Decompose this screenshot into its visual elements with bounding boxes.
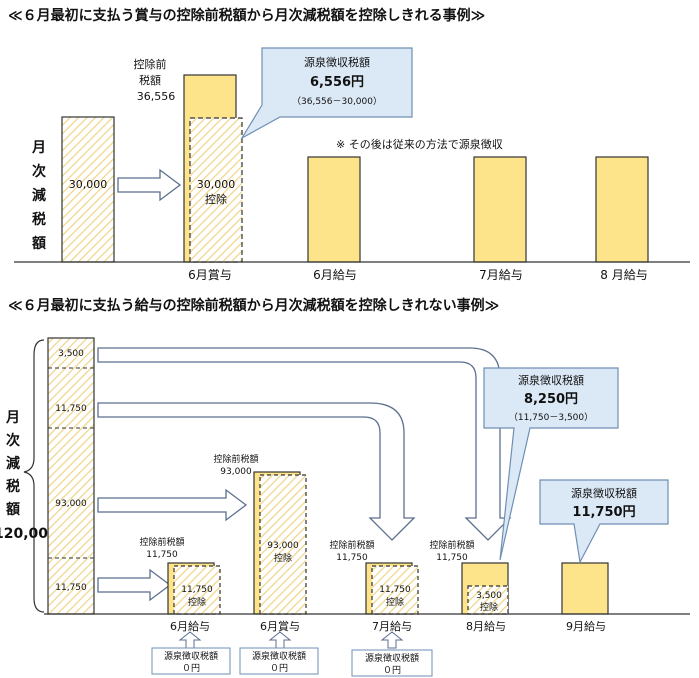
before-tax-label-1: 控除前	[134, 57, 167, 71]
salary-bar-june	[307, 156, 361, 263]
callout-amount: 6,556円	[310, 75, 364, 90]
deduct-value: 93,000	[267, 541, 299, 551]
x-label: 8 月給与	[600, 268, 647, 282]
zero-box-title: 源泉徴収税額	[365, 652, 419, 664]
callout-title: 源泉徴収税額	[304, 55, 370, 69]
deduction-value: 30,000	[197, 178, 236, 191]
salary-bar-july	[473, 156, 527, 263]
zero-box-value: ０円	[270, 663, 288, 674]
deduct-label: 控除	[386, 596, 404, 608]
callout-formula: （11,750－3,500）	[509, 412, 593, 423]
ylabel-char: 減	[32, 187, 46, 204]
stack-segment-value: 11,750	[55, 583, 87, 593]
x-label: 6月賞与	[188, 268, 232, 282]
stack-segment-value: 3,500	[58, 349, 84, 359]
stack-segment-value: 93,000	[55, 499, 87, 509]
deduction-label: 控除	[205, 192, 227, 206]
before-tax-caption: 控除前税額	[139, 536, 184, 548]
callout-title: 源泉徴収税額	[518, 373, 584, 387]
section2-ylabel: 月 次 減 税 額 120,000	[0, 410, 58, 542]
before-tax-caption: 控除前税額	[329, 539, 374, 551]
section1-title: ≪６月最初に支払う賞与の控除前税額から月次減税額を控除しきれる事例≫	[8, 7, 485, 24]
deduct-value: 3,500	[476, 591, 502, 601]
before-tax-label-2: 税額	[139, 73, 161, 87]
ylabel-char: 次	[32, 163, 46, 180]
june-salary-deduction	[173, 565, 221, 615]
august-salary-deduction	[467, 585, 509, 615]
callout-withholding-1	[240, 47, 413, 140]
before-tax-caption: 控除前税額	[429, 539, 474, 551]
arrow-to-july	[97, 402, 416, 541]
zero-box-value: ０円	[383, 665, 401, 676]
arrow-to-june-salary	[97, 568, 172, 602]
x-label: 6月給与	[313, 268, 357, 282]
deduct-value: 11,750	[181, 585, 213, 595]
zero-box	[239, 647, 319, 675]
callout-amount: 11,750円	[572, 505, 635, 520]
before-tax-value: 11,750	[146, 550, 178, 560]
september-salary-bar	[561, 562, 609, 615]
ylabel-char: 月	[31, 140, 46, 156]
deduct-value: 11,750	[379, 585, 411, 595]
deduct-label: 控除	[274, 552, 292, 564]
ylabel-char: 額	[5, 501, 20, 518]
ylabel-char: 月	[5, 410, 20, 426]
before-tax-value: 11,750	[336, 553, 368, 563]
monthly-reduction-bar	[61, 116, 115, 263]
salary-bar-august	[595, 156, 649, 263]
up-arrow	[268, 631, 292, 649]
stack-bar	[47, 337, 95, 615]
ylabel-char: 税	[6, 478, 20, 495]
callout-formula: （36,556－30,000）	[292, 96, 382, 107]
callout-withholding-september	[539, 479, 669, 564]
zero-box-value: ０円	[182, 663, 200, 674]
before-tax-value: 93,000	[220, 467, 252, 477]
before-tax-caption: 控除前税額	[213, 453, 258, 465]
note-text: ※ その後は従来の方法で源泉徴収	[336, 137, 503, 151]
ylabel-char: 次	[6, 432, 20, 449]
june-bonus-deduction	[259, 474, 307, 615]
arrow-to-august	[97, 347, 512, 541]
zero-box-title: 源泉徴収税額	[252, 650, 306, 662]
callout-withholding-august	[483, 367, 619, 561]
x-label: 6月賞与	[260, 620, 300, 633]
zero-box	[351, 649, 433, 677]
up-arrow	[178, 631, 202, 649]
ylabel-char: 減	[6, 455, 20, 472]
ylabel-brace	[23, 339, 45, 613]
callout-amount: 8,250円	[524, 392, 578, 407]
zero-box-title: 源泉徴収税額	[164, 650, 218, 662]
x-label: 6月給与	[170, 619, 210, 633]
deduct-label: 控除	[188, 596, 206, 608]
monthly-reduction-value: 30,000	[69, 178, 108, 191]
callout-title: 源泉徴収税額	[571, 486, 637, 500]
up-arrow	[380, 631, 404, 649]
transfer-arrow	[117, 168, 182, 202]
before-tax-value: 36,556	[137, 90, 176, 103]
before-tax-value: 11,750	[436, 553, 468, 563]
july-salary-deduction	[371, 565, 419, 615]
x-label: 9月給与	[566, 619, 606, 633]
zero-box	[151, 647, 231, 675]
section2-title: ≪６月最初に支払う給与の控除前税額から月次減税額を控除しきれない事例≫	[8, 297, 499, 314]
section1-ylabel: 月 次 減 税 額	[31, 140, 46, 252]
ylabel-total: 120,000	[0, 526, 58, 542]
ylabel-char: 額	[31, 235, 46, 252]
x-label: 7月給与	[479, 268, 523, 282]
arrow-to-bonus	[97, 488, 248, 522]
deduction-bar	[189, 117, 243, 263]
stack-segment-value: 11,750	[55, 404, 87, 414]
ylabel-char: 税	[32, 211, 46, 228]
deduct-label: 控除	[480, 601, 498, 613]
x-label: 8月給与	[466, 619, 506, 633]
x-label: 7月給与	[372, 619, 412, 633]
